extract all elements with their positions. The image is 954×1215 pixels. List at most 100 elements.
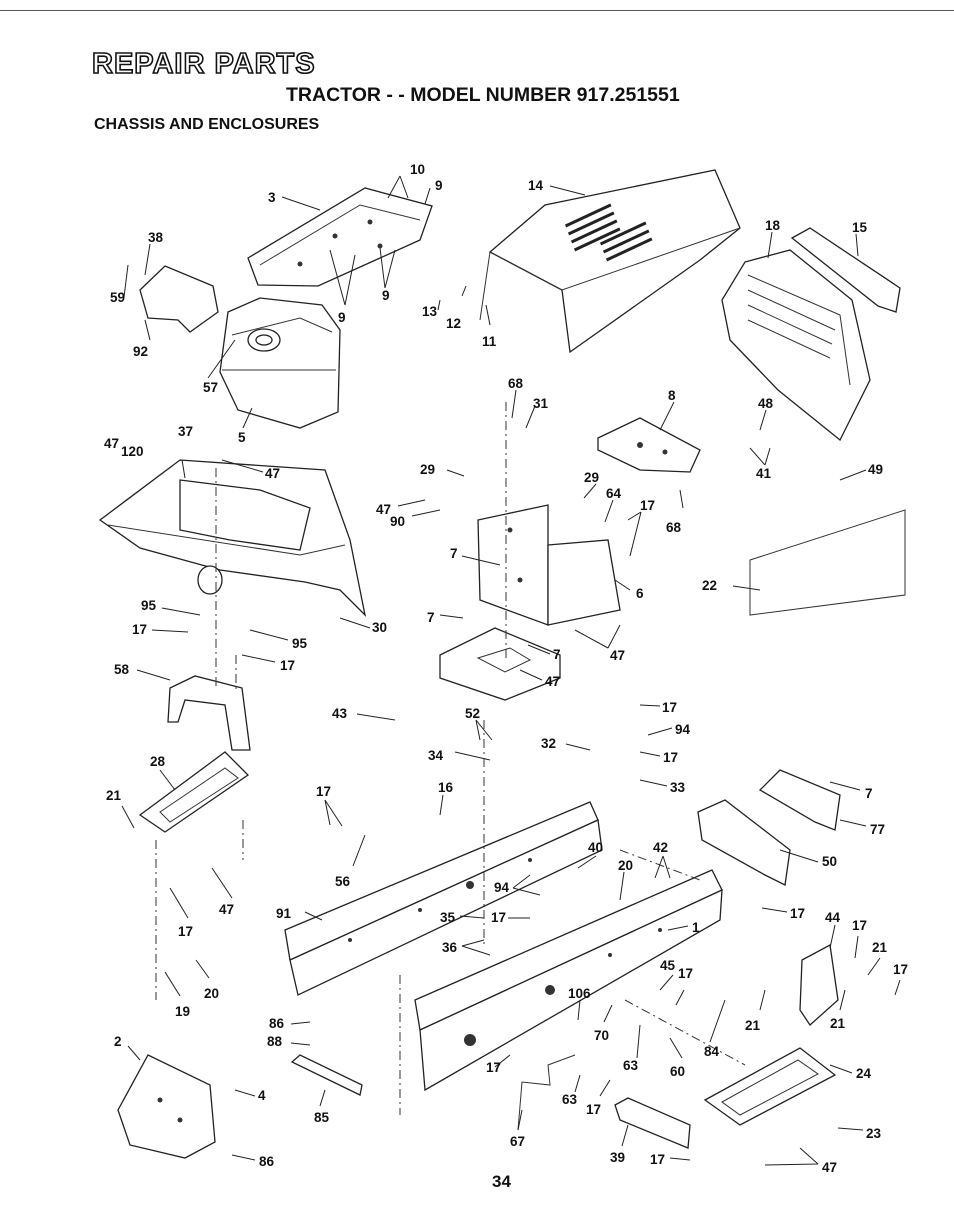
- callout: 39: [610, 1150, 625, 1165]
- callout: 33: [670, 780, 686, 795]
- callout: 57: [203, 380, 218, 395]
- part-grille-housing: [721, 249, 871, 442]
- assembly-lines: [155, 402, 746, 1115]
- callout: 34: [428, 748, 444, 763]
- part-footrest-28: [138, 751, 250, 833]
- callout: 94: [675, 722, 691, 737]
- callout: 13: [422, 304, 438, 319]
- callout: 70: [594, 1028, 609, 1043]
- part-fuel-tank-cover: [219, 297, 341, 429]
- part-plate-77: [758, 769, 841, 831]
- callout: 41: [756, 466, 772, 481]
- callout: 32: [541, 736, 556, 751]
- part-bracket-58: [167, 675, 251, 751]
- callout: 35: [440, 910, 456, 925]
- part-frame-1: [414, 869, 723, 1092]
- part-engine-plate-8: [597, 417, 701, 473]
- part-footrest-24: [703, 1047, 837, 1126]
- callout: 120: [121, 444, 144, 459]
- callout: 47: [104, 436, 119, 451]
- part-fuel-tank-bracket: [139, 265, 219, 333]
- callout: 91: [276, 906, 292, 921]
- callout: 47: [545, 674, 560, 689]
- callout: 6: [636, 586, 644, 601]
- callout: 21: [872, 940, 888, 955]
- top-rule: [0, 10, 954, 11]
- callout: 11: [482, 334, 497, 349]
- callout: 7: [865, 786, 873, 801]
- callout: 17: [132, 622, 147, 637]
- callout: 37: [178, 424, 193, 439]
- callout: 12: [446, 316, 461, 331]
- callout: 17: [316, 784, 331, 799]
- callout: 94: [494, 880, 510, 895]
- callout: 20: [618, 858, 633, 873]
- part-panel-6: [477, 504, 621, 626]
- callout: 30: [372, 620, 387, 635]
- callout: 50: [822, 854, 837, 869]
- hood-vents: [564, 203, 653, 262]
- callout: 92: [133, 344, 148, 359]
- callout: 2: [114, 1034, 122, 1049]
- callout: 14: [528, 178, 544, 193]
- callout: 47: [610, 648, 625, 663]
- callout: 4: [258, 1088, 266, 1103]
- callout: 52: [465, 706, 480, 721]
- callout: 29: [584, 470, 599, 485]
- callout: 22: [702, 578, 717, 593]
- callout: 9: [435, 178, 443, 193]
- callout: 21: [106, 788, 122, 803]
- callout: 17: [678, 966, 693, 981]
- callout: 88: [267, 1034, 283, 1049]
- part-bracket-39: [614, 1097, 691, 1149]
- callout: 63: [623, 1058, 639, 1073]
- callout: 86: [259, 1154, 275, 1169]
- callout: 16: [438, 780, 454, 795]
- part-bar-85: [290, 1054, 363, 1096]
- callout: 84: [704, 1044, 720, 1059]
- part-lift-arm-67: [517, 1054, 576, 1131]
- callout: 9: [382, 288, 390, 303]
- callout: 20: [204, 986, 219, 1001]
- callout: 47: [219, 902, 234, 917]
- part-seat-pan-37: [98, 459, 367, 617]
- callout: 68: [666, 520, 682, 535]
- callout: 59: [110, 290, 125, 305]
- callout: 17: [491, 910, 506, 925]
- callout: 17: [486, 1060, 501, 1075]
- callout: 3: [268, 190, 276, 205]
- page-title: REPAIR PARTS: [91, 47, 316, 81]
- callout: 106: [568, 986, 591, 1001]
- callout: 95: [141, 598, 157, 613]
- callout: 21: [745, 1018, 761, 1033]
- model-heading: TRACTOR - - MODEL NUMBER 917.251551: [286, 84, 680, 106]
- callout: 77: [870, 822, 885, 837]
- callout: 63: [562, 1092, 578, 1107]
- section-heading: CHASSIS AND ENCLOSURES: [94, 116, 320, 133]
- callout: 47: [376, 502, 391, 517]
- part-bracket-50: [697, 799, 791, 886]
- callout: 42: [653, 840, 668, 855]
- callout: 56: [335, 874, 351, 889]
- callout: 29: [420, 462, 435, 477]
- callout: 17: [586, 1102, 601, 1117]
- leader-lines: [121, 175, 901, 1166]
- callout: 15: [852, 220, 868, 235]
- callout: 48: [758, 396, 774, 411]
- callout: 36: [442, 940, 458, 955]
- callout: 5: [238, 430, 246, 445]
- callout: 18: [765, 218, 781, 233]
- callout: 40: [588, 840, 603, 855]
- callout: 9: [338, 310, 346, 325]
- callout: 10: [410, 162, 425, 177]
- part-frame-91: [284, 801, 603, 996]
- callout: 7: [553, 647, 561, 662]
- callout-labels: 10 9 3 9 9 14 18 15 38 59 92 57 5 13 12 …: [104, 162, 908, 1175]
- callout: 24: [856, 1066, 872, 1081]
- part-bracket-44: [799, 943, 839, 1026]
- callout: 45: [660, 958, 676, 973]
- callout: 49: [868, 462, 883, 477]
- callout: 67: [510, 1134, 525, 1149]
- callout: 17: [640, 498, 655, 513]
- page-number: 34: [492, 1172, 511, 1191]
